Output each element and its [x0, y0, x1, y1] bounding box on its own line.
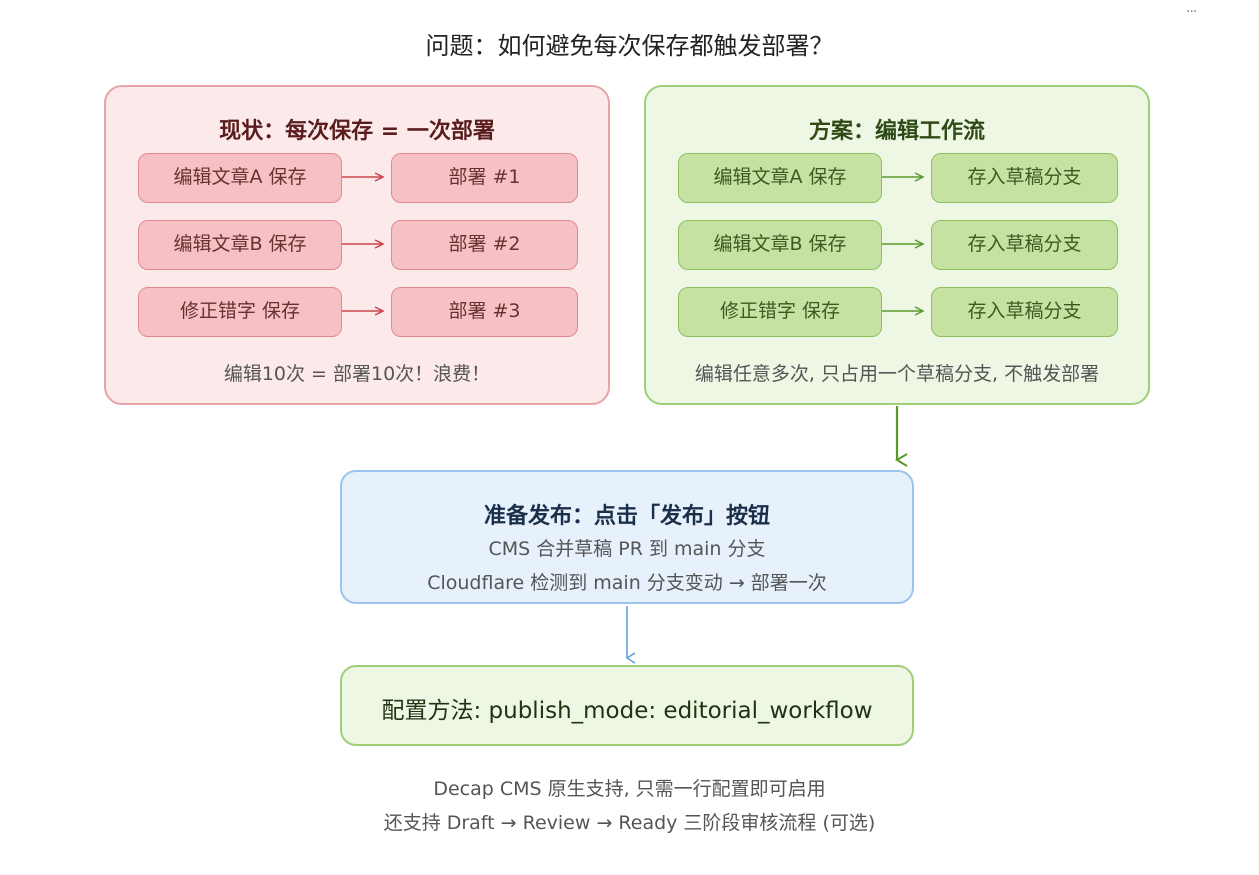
- right-row-1-source: 编辑文章A 保存: [678, 153, 882, 203]
- solution-panel: 方案：编辑工作流 编辑文章A 保存 存入草稿分支 编辑文章B 保存 存入草稿分支…: [644, 85, 1150, 405]
- current-state-title: 现状：每次保存 = 一次部署: [219, 119, 495, 144]
- publish-step-line-1: CMS 合并草稿 PR 到 main 分支: [488, 538, 766, 560]
- solution-title: 方案：编辑工作流: [808, 119, 985, 144]
- left-row-1-source: 编辑文章A 保存: [138, 153, 342, 203]
- publish-step-title: 准备发布：点击「发布」按钮: [483, 504, 770, 529]
- solution-note: 编辑任意多次, 只占用一个草稿分支, 不触发部署: [694, 363, 1100, 385]
- config-method-box: 配置方法: publish_mode: editorial_workflow: [340, 665, 914, 746]
- publish-step-box: 准备发布：点击「发布」按钮 CMS 合并草稿 PR 到 main 分支 Clou…: [340, 470, 914, 604]
- right-row-3-target: 存入草稿分支: [931, 287, 1118, 337]
- current-state-panel: 现状：每次保存 = 一次部署 编辑文章A 保存 部署 #1 编辑文章B 保存 部…: [104, 85, 610, 405]
- left-row-2-target: 部署 #2: [391, 220, 578, 270]
- footer-line-1: Decap CMS 原生支持, 只需一行配置即可启用: [433, 778, 826, 800]
- publish-step-line-2: Cloudflare 检测到 main 分支变动 → 部署一次: [427, 572, 827, 594]
- left-row-1-target: 部署 #1: [391, 153, 578, 203]
- left-row-3-target: 部署 #3: [391, 287, 578, 337]
- right-row-2-target: 存入草稿分支: [931, 220, 1118, 270]
- right-row-3-source: 修正错字 保存: [678, 287, 882, 337]
- left-row-2-source: 编辑文章B 保存: [138, 220, 342, 270]
- footer-line-2: 还支持 Draft → Review → Ready 三阶段审核流程 (可选): [383, 812, 876, 834]
- current-state-note: 编辑10次 = 部署10次！浪费！: [223, 363, 491, 385]
- right-row-1-target: 存入草稿分支: [931, 153, 1118, 203]
- config-method-text: 配置方法: publish_mode: editorial_workflow: [381, 698, 873, 724]
- more-options-icon[interactable]: ···: [1186, 4, 1197, 20]
- left-row-3-source: 修正错字 保存: [138, 287, 342, 337]
- diagram-title: 问题：如何避免每次保存都触发部署？: [425, 32, 834, 60]
- right-row-2-source: 编辑文章B 保存: [678, 220, 882, 270]
